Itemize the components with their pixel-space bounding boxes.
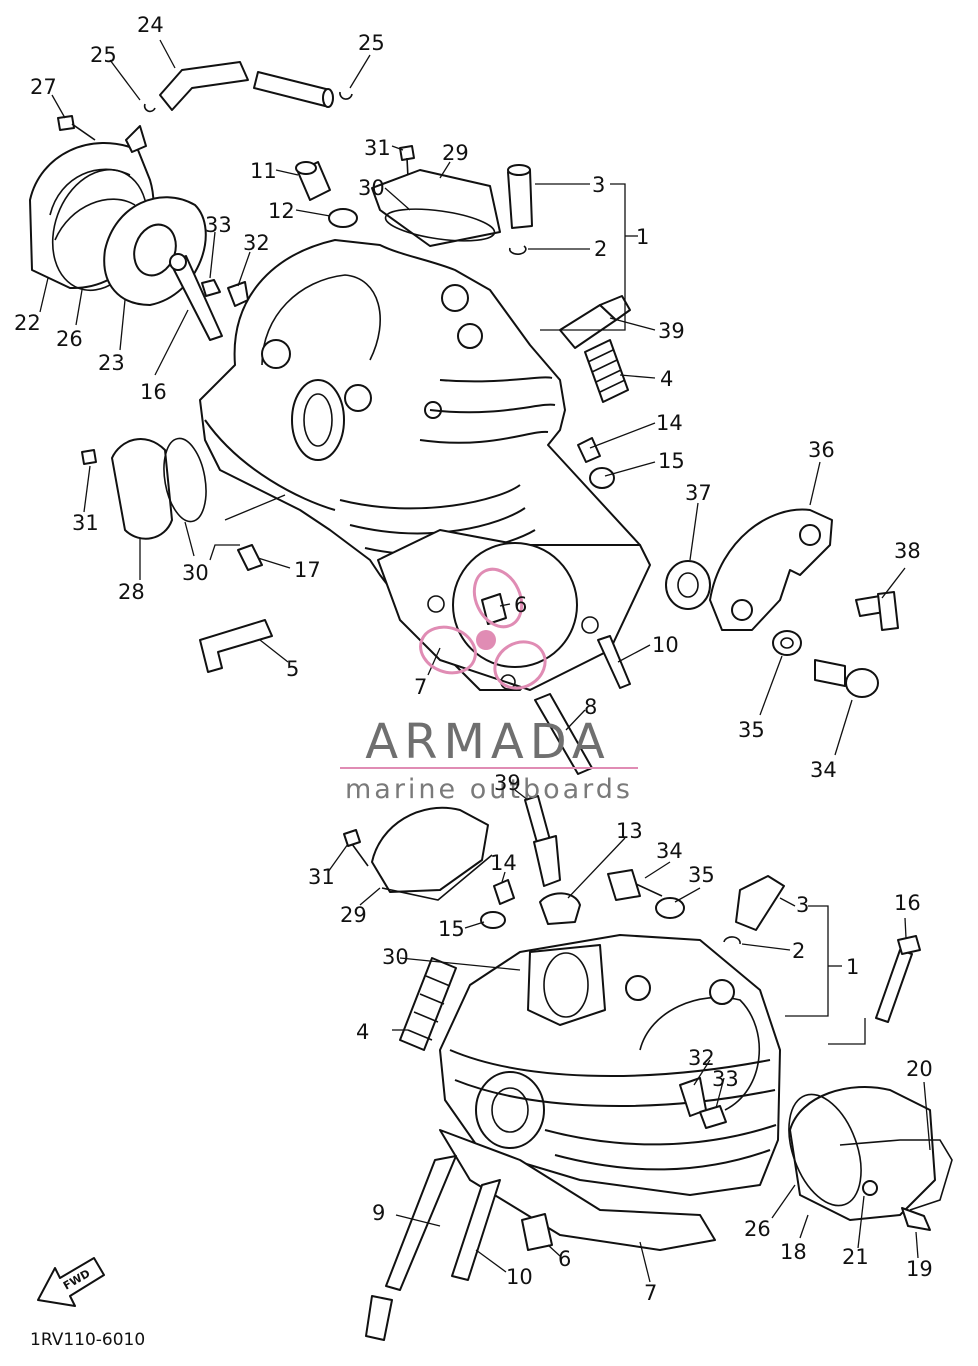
callout-31: 31 xyxy=(72,511,99,535)
callout-labels-upper: 24 25 25 27 31 29 3 11 30 2 1 12 33 32 2… xyxy=(14,13,921,782)
callout-25: 25 xyxy=(358,31,385,55)
brand-wordmark: ARMADA xyxy=(365,714,610,770)
callout-14: 14 xyxy=(656,411,683,435)
upper-cylinder-head-assembly xyxy=(29,61,899,775)
callout-15: 15 xyxy=(438,917,465,941)
callout-5: 5 xyxy=(286,657,299,681)
callout-15: 15 xyxy=(658,449,685,473)
callout-labels-lower: 39 13 34 31 14 35 3 16 29 15 2 1 30 4 32… xyxy=(308,771,933,1305)
lower-cylinder-head-assembly xyxy=(343,795,953,1341)
callout-2: 2 xyxy=(792,939,805,963)
callout-3: 3 xyxy=(796,893,809,917)
callout-31: 31 xyxy=(364,136,391,160)
callout-6: 6 xyxy=(558,1247,571,1271)
callout-18: 18 xyxy=(780,1240,807,1264)
callout-30: 30 xyxy=(382,945,409,969)
callout-23: 23 xyxy=(98,351,125,375)
callout-30: 30 xyxy=(182,561,209,585)
part-code: 1RV110-6010 xyxy=(30,1330,145,1350)
callout-34: 34 xyxy=(656,839,683,863)
callout-22: 22 xyxy=(14,311,41,335)
callout-25: 25 xyxy=(90,43,117,67)
callout-24: 24 xyxy=(137,13,164,37)
callout-1: 1 xyxy=(846,955,859,979)
callout-6: 6 xyxy=(514,593,527,617)
callout-29: 29 xyxy=(340,903,367,927)
callout-10: 10 xyxy=(506,1265,533,1289)
callout-26: 26 xyxy=(744,1217,771,1241)
callout-32: 32 xyxy=(688,1046,715,1070)
callout-34: 34 xyxy=(810,758,837,782)
callout-3: 3 xyxy=(592,173,605,197)
callout-7: 7 xyxy=(644,1281,657,1305)
callout-29: 29 xyxy=(442,141,469,165)
callout-16: 16 xyxy=(140,380,167,404)
callout-7: 7 xyxy=(414,675,427,699)
callout-20: 20 xyxy=(906,1057,933,1081)
fwd-arrow: FWD xyxy=(37,1257,105,1307)
callout-14: 14 xyxy=(490,851,517,875)
callout-26: 26 xyxy=(56,327,83,351)
callout-27: 27 xyxy=(30,75,57,99)
callout-12: 12 xyxy=(268,199,295,223)
callout-33: 33 xyxy=(712,1067,739,1091)
callout-33: 33 xyxy=(205,213,232,237)
callout-39: 39 xyxy=(494,771,521,795)
callout-31: 31 xyxy=(308,865,335,889)
leader-lines xyxy=(39,39,931,1283)
callout-4: 4 xyxy=(660,367,673,391)
armada-watermark: ARMADA marine outboards xyxy=(340,567,638,805)
callout-28: 28 xyxy=(118,580,145,604)
callout-13: 13 xyxy=(616,819,643,843)
brand-tagline: marine outboards xyxy=(345,774,633,805)
callout-38: 38 xyxy=(894,539,921,563)
callout-9: 9 xyxy=(372,1201,385,1225)
callout-35: 35 xyxy=(738,718,765,742)
callout-30: 30 xyxy=(358,176,385,200)
callout-19: 19 xyxy=(906,1257,933,1281)
callout-37: 37 xyxy=(685,481,712,505)
callout-35: 35 xyxy=(688,863,715,887)
callout-39: 39 xyxy=(658,319,685,343)
callout-17: 17 xyxy=(294,558,321,582)
propeller-logo xyxy=(419,567,547,690)
callout-4: 4 xyxy=(356,1020,369,1044)
callout-16: 16 xyxy=(894,891,921,915)
callout-2: 2 xyxy=(594,237,607,261)
callout-8: 8 xyxy=(584,695,597,719)
callout-32: 32 xyxy=(243,231,270,255)
callout-10: 10 xyxy=(652,633,679,657)
callout-36: 36 xyxy=(808,438,835,462)
callout-1: 1 xyxy=(636,225,649,249)
callout-21: 21 xyxy=(842,1245,869,1269)
callout-11: 11 xyxy=(250,159,277,183)
